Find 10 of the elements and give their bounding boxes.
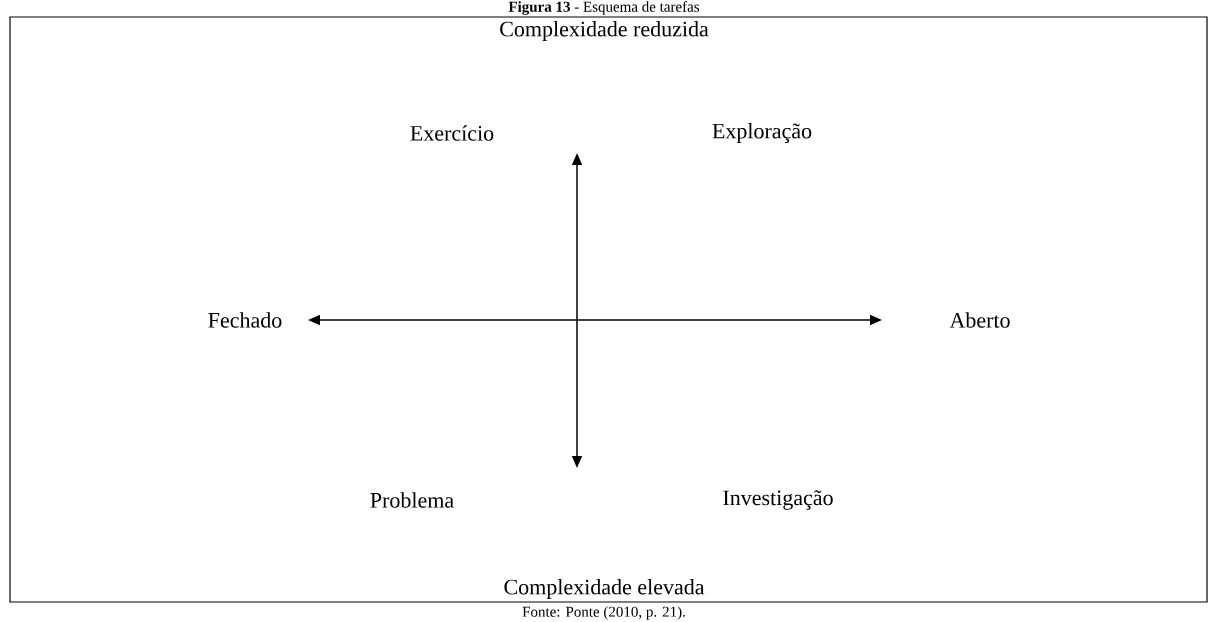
axis-label: Exercício [410, 125, 494, 141]
axis-label: Aberto [949, 312, 1010, 328]
axis-label: Exploração [712, 123, 812, 143]
axis-label: Investigação [723, 490, 833, 510]
figure-title: Figura 13 - Esquema de tarefas [508, 1, 700, 15]
source-caption: Fonte: Ponte (2010, p. 21). [522, 606, 685, 620]
axis-label: Problema [370, 492, 454, 508]
axis-label: Complexidade elevada [504, 579, 705, 599]
axis-label: Fechado [208, 312, 282, 328]
axis-label: Complexidade reduzida [500, 21, 709, 41]
